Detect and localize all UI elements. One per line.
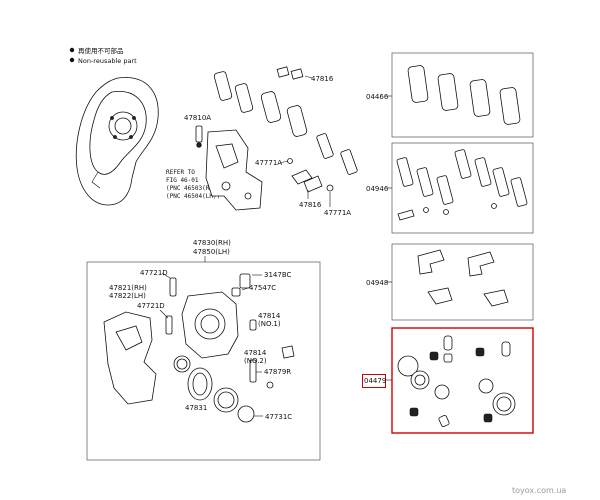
kit-frame-04948 bbox=[391, 243, 534, 321]
part-label-47816-lower: 47816 bbox=[299, 201, 322, 209]
part-label-47814-no2: 47814 bbox=[244, 349, 267, 357]
caliper-body-drawing bbox=[103, 273, 295, 423]
part-label-47814-no1-sub: (NO.1) bbox=[258, 320, 281, 328]
kit-callout-04479[interactable]: 04479 bbox=[362, 374, 386, 388]
part-label-47547c: 47547C bbox=[249, 284, 276, 292]
kit-04948-clips-drawing bbox=[417, 249, 509, 307]
kit-04466-pads-drawing bbox=[407, 65, 521, 125]
part-label-47721d-lower: 47721D bbox=[137, 302, 165, 310]
kit-label-04946: 04946 bbox=[366, 185, 389, 193]
part-label-47822: 47822(LH) bbox=[109, 292, 146, 300]
kit-frame-04466 bbox=[391, 52, 534, 138]
legend: 再使用不可部品 Non-reusable part bbox=[69, 46, 137, 65]
part-label-47850: 47850(LH) bbox=[193, 248, 230, 256]
kit-label-04466: 04466 bbox=[366, 93, 389, 101]
refer-note-line: FIG 46-01 bbox=[166, 177, 199, 184]
part-label-47814-no1: 47814 bbox=[258, 312, 281, 320]
kit-label-04479: 04479 bbox=[364, 377, 387, 385]
kit-frame-04479 bbox=[391, 327, 534, 434]
part-label-47771a: 47771A bbox=[255, 159, 282, 167]
kit-04479-seals-drawing bbox=[397, 335, 516, 427]
kit-04946-shims-drawing bbox=[396, 149, 528, 221]
part-label-47771a-lower: 47771A bbox=[324, 209, 351, 217]
bullet-icon bbox=[69, 57, 75, 63]
part-label-47731c: 47731C bbox=[265, 413, 292, 421]
bullet-icon bbox=[69, 47, 75, 53]
legend-jp: 再使用不可部品 bbox=[78, 46, 124, 55]
refer-note-line: (PNC 46504(LH)) bbox=[166, 193, 220, 200]
part-label-3147bc: 3147BC bbox=[264, 271, 291, 279]
part-label-47816: 47816 bbox=[311, 75, 334, 83]
part-label-47814-no2-sub: (NO.2) bbox=[244, 357, 267, 365]
refer-note: REFER TO FIG 46-01 (PNC 46503(RH)) (PNC … bbox=[166, 169, 220, 200]
part-label-47721d: 47721D bbox=[140, 269, 168, 277]
refer-note-line: (PNC 46503(RH)) bbox=[166, 185, 220, 192]
brake-pads-drawing bbox=[213, 66, 358, 193]
caliper-mount-drawing bbox=[195, 125, 263, 211]
refer-note-line: REFER TO bbox=[166, 169, 195, 176]
part-label-47810a: 47810A bbox=[184, 114, 211, 122]
caliper-assembly-frame bbox=[86, 261, 321, 461]
watermark: toyox.com.ua bbox=[512, 486, 566, 495]
part-label-47879r: 47879R bbox=[264, 368, 291, 376]
part-label-47830: 47830(RH) bbox=[193, 239, 231, 247]
part-label-47821: 47821(RH) bbox=[109, 284, 147, 292]
legend-en: Non-reusable part bbox=[78, 57, 137, 65]
kit-label-04948: 04948 bbox=[366, 279, 388, 287]
part-label-47831: 47831 bbox=[185, 404, 207, 412]
dust-shield-drawing bbox=[75, 77, 159, 206]
